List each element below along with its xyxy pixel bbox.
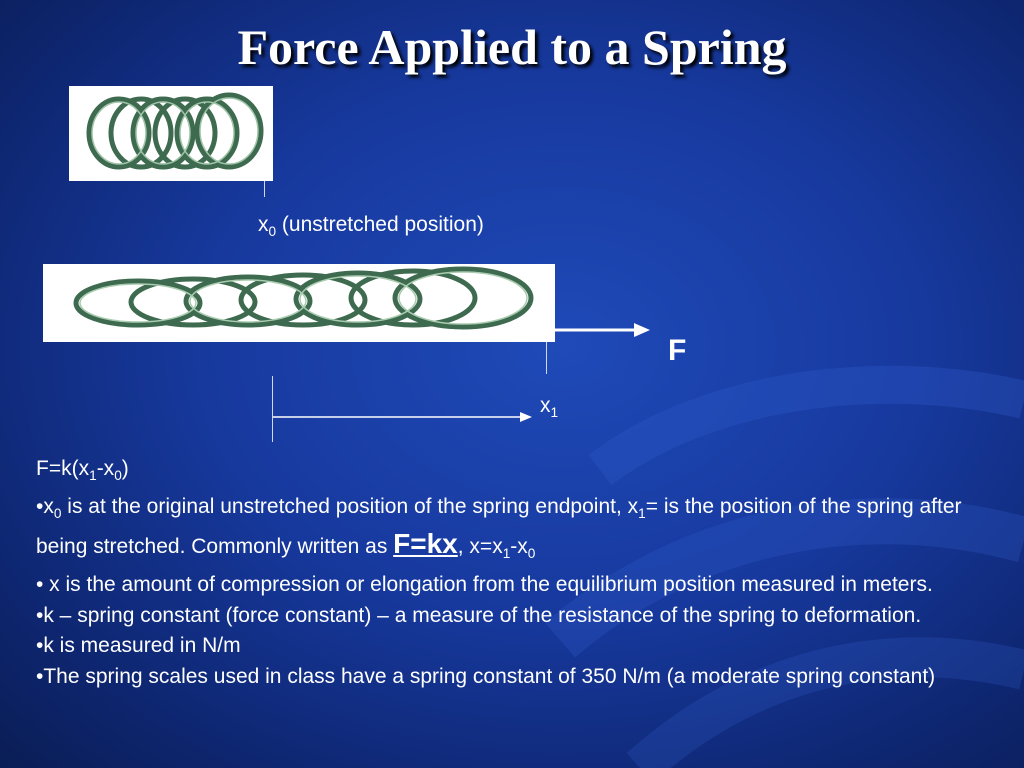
displacement-arrow [273,412,532,422]
force-label: F [668,334,687,367]
slide-body: F=k(x1-x0) •x0 is at the original unstre… [36,454,1006,692]
bullet-x0-definition: •x0 is at the original unstretched posit… [36,494,962,562]
bullet-k-units: •k is measured in N/m [36,634,241,658]
bullet-x-definition: • x is the amount of compression or elon… [36,573,933,597]
force-arrow [555,323,650,337]
stretched-end-marker-line [546,342,547,374]
x0-marker-line [264,181,265,197]
bullet-k-definition: •k – spring constant (force constant) – … [36,603,922,627]
stretched-spring-image [43,264,555,342]
hookes-law-formula: F=kx [393,528,458,560]
x1-label: x1 [540,394,559,421]
bullet-spring-scales: •The spring scales used in class have a … [36,664,936,688]
slide-title: Force Applied to a Spring [237,19,787,75]
unstretched-spring-image [69,86,273,181]
formula-line: F=k(x1-x0) [36,457,129,484]
displacement-start-line [272,376,273,442]
x0-label: x0 (unstretched position) [258,213,484,240]
